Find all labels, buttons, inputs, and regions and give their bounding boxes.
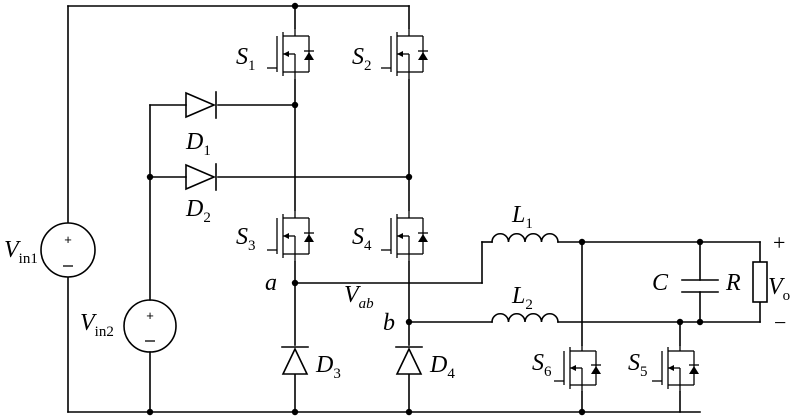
labels: S1 S2 S3 S4 S6 S5 D1 D2 D3 D4 L1 L2 Vin1… — [4, 44, 790, 382]
mosfet-s6 — [554, 345, 601, 392]
label-s5: S5 — [628, 350, 648, 380]
label-l1: L1 — [511, 202, 533, 232]
label-vin2: Vin2 — [80, 310, 114, 340]
capacitor-c — [681, 279, 719, 293]
label-c: C — [652, 270, 669, 296]
diode-d1 — [185, 91, 217, 119]
diode-d3 — [281, 346, 309, 375]
label-vo: Vo — [768, 274, 790, 304]
mosfet-s3 — [267, 210, 314, 262]
label-d1: D1 — [185, 129, 211, 159]
label-output-minus: − — [774, 310, 786, 335]
label-s2: S2 — [352, 44, 372, 74]
label-vab: Vab — [344, 282, 374, 312]
vin2-plus: + — [146, 308, 154, 323]
label-d2: D2 — [185, 196, 211, 226]
label-s3: S3 — [236, 224, 256, 254]
inductor-l2 — [491, 313, 559, 323]
label-s1: S1 — [236, 44, 256, 74]
source-vin1: + — [40, 222, 96, 278]
label-d3: D3 — [315, 352, 341, 382]
wires — [67, 5, 761, 413]
label-output-plus: + — [773, 230, 785, 255]
diode-d4 — [395, 346, 423, 375]
mosfet-s4 — [381, 210, 428, 262]
resistor-r — [752, 261, 768, 303]
label-s6: S6 — [532, 350, 552, 380]
label-l2: L2 — [511, 283, 533, 313]
vin1-plus: + — [64, 232, 72, 247]
mosfet-s5 — [652, 345, 699, 392]
mosfet-s2 — [381, 28, 428, 80]
label-node-b: b — [383, 310, 395, 336]
label-node-a: a — [265, 270, 277, 296]
inductor-l1 — [491, 233, 559, 243]
label-vin1: Vin1 — [4, 237, 38, 267]
junction-dots — [146, 2, 704, 416]
diode-d2 — [185, 163, 217, 191]
mosfet-s1 — [267, 28, 314, 80]
label-s4: S4 — [352, 224, 372, 254]
label-d4: D4 — [429, 352, 455, 382]
label-r: R — [725, 270, 741, 296]
source-vin2: + — [123, 299, 177, 353]
